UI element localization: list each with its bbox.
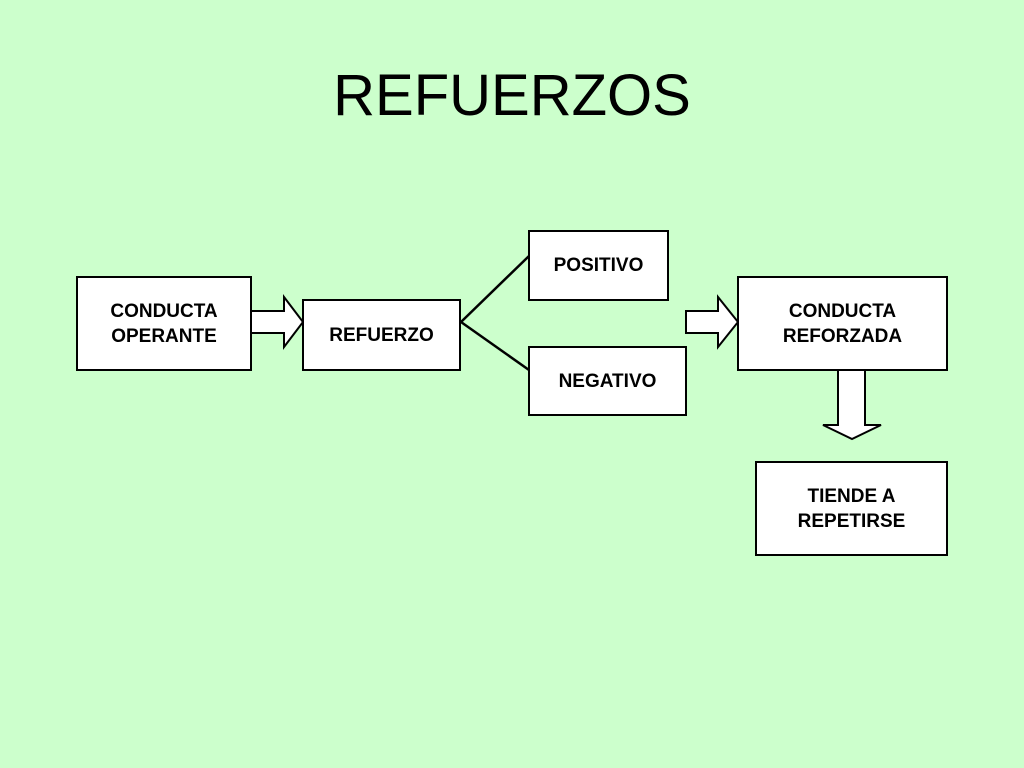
node-refuerzo: REFUERZO xyxy=(302,299,461,371)
line-to-negative xyxy=(460,320,530,372)
line-to-positive xyxy=(460,255,530,323)
node-conducta-reforzada: CONDUCTA REFORZADA xyxy=(737,276,948,371)
arrow-reinforced-to-repeat xyxy=(822,369,882,441)
node-tiende-a-repetirse-label: TIENDE A REPETIRSE xyxy=(797,485,906,532)
node-negativo-label: NEGATIVO xyxy=(558,370,657,392)
node-tiende-a-repetirse: TIENDE A REPETIRSE xyxy=(755,461,948,556)
arrow-operant-to-reinforcement xyxy=(250,294,305,350)
node-positivo-label: POSITIVO xyxy=(553,255,644,276)
node-positivo: POSITIVO xyxy=(528,230,669,301)
slide-title: REFUERZOS xyxy=(333,63,691,128)
node-conducta-operante-label: CONDUCTA OPERANTE xyxy=(110,300,218,347)
node-negativo: NEGATIVO xyxy=(528,346,687,416)
node-conducta-operante: CONDUCTA OPERANTE xyxy=(76,276,252,371)
arrow-to-reinforced xyxy=(685,294,740,350)
node-conducta-reforzada-label: CONDUCTA REFORZADA xyxy=(782,300,903,347)
node-refuerzo-label: REFUERZO xyxy=(329,324,434,346)
